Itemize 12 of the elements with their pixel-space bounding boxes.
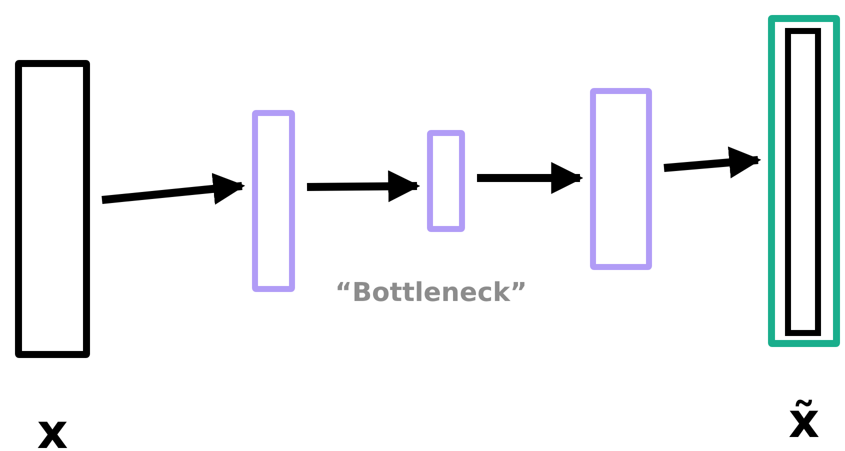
- arrow: [306, 170, 420, 202]
- output-bar: [768, 15, 840, 347]
- caption-label: “Bottleneck”: [335, 278, 528, 308]
- variable-label: x̃: [788, 397, 820, 445]
- arrow: [102, 172, 246, 205]
- input-bar: [15, 60, 90, 358]
- latent-bar: [252, 110, 295, 292]
- arrow: [477, 162, 584, 194]
- variable-label: x: [36, 408, 69, 451]
- arrow: [664, 146, 762, 178]
- latent-bar: [590, 88, 652, 270]
- latent-bar: [427, 130, 465, 232]
